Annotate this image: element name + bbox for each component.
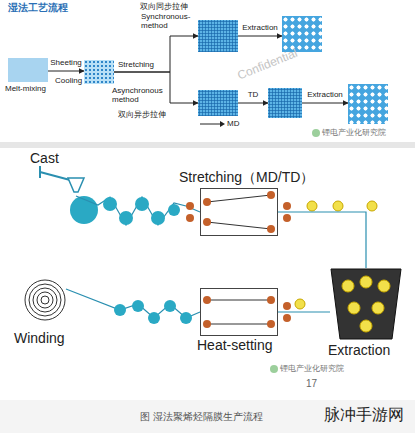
page-number: 17 xyxy=(306,378,317,390)
clip-roller xyxy=(203,218,211,226)
bath-roller xyxy=(372,302,384,314)
clip-roller xyxy=(283,214,291,222)
melt-block: Melt-mixing xyxy=(8,58,48,82)
clip-roller xyxy=(186,202,194,210)
watermark: Confidential xyxy=(236,47,300,84)
roller xyxy=(151,211,165,225)
feed-pipe xyxy=(39,166,41,178)
node-label: Extraction xyxy=(328,342,390,358)
step-label: Stretching xyxy=(118,60,154,69)
roller xyxy=(180,312,192,324)
chill-roll xyxy=(70,196,98,224)
node-label: Stretching（MD/TD） xyxy=(179,169,314,185)
edge-label: TD xyxy=(247,91,260,100)
stretched-film xyxy=(268,88,302,118)
flow-arrow xyxy=(114,36,198,72)
cast-die xyxy=(68,178,84,192)
flow-arrow xyxy=(302,103,348,104)
bath-roller xyxy=(360,320,372,332)
clip-roller xyxy=(267,320,275,328)
clip-roller xyxy=(283,202,291,210)
stretched-film xyxy=(198,20,238,52)
film-path xyxy=(278,212,366,268)
node-label: Melt-mixing xyxy=(5,84,46,93)
clip-roller xyxy=(203,320,211,328)
edge-label: Sheeting xyxy=(49,59,83,68)
extraction-bath: Extraction xyxy=(330,268,402,340)
flow-arrow xyxy=(238,36,282,37)
bath-roller xyxy=(342,280,354,292)
bath-shape xyxy=(330,268,402,340)
clip-roller xyxy=(283,302,291,310)
watermark: 脉冲手游网 xyxy=(324,406,404,424)
tenter-rail xyxy=(207,195,271,202)
clip-roller xyxy=(267,225,275,233)
unit-label: Cast xyxy=(30,150,59,166)
panel-divider xyxy=(0,142,415,148)
bath-roller xyxy=(360,276,372,288)
roller xyxy=(119,211,133,225)
stretched-film xyxy=(198,90,238,116)
clip-roller xyxy=(267,296,275,304)
watermark: 锂电产业化研究院 xyxy=(322,128,386,137)
feed-pipe xyxy=(40,172,70,180)
cast-sheet xyxy=(84,60,114,84)
roller xyxy=(132,300,144,312)
caption-band xyxy=(0,400,415,433)
clip-roller xyxy=(186,214,194,222)
figure-caption: 图 湿法聚烯烃隔膜生产流程 xyxy=(140,411,263,423)
clip-roller xyxy=(267,191,275,199)
clip-roller xyxy=(203,198,211,206)
guide-roller xyxy=(307,201,317,211)
watermark-icon xyxy=(312,129,320,137)
porous-film xyxy=(282,16,322,52)
bath-roller xyxy=(348,302,360,314)
method-label: Synchronous- method xyxy=(141,12,193,30)
unit-label: Winding xyxy=(14,330,65,346)
step-label: Cooling xyxy=(55,76,82,85)
roller xyxy=(168,204,180,216)
flow-arrow xyxy=(48,71,84,72)
guide-roller xyxy=(367,201,377,211)
flow-arrow xyxy=(238,103,268,104)
clip-roller xyxy=(283,314,291,322)
edge-label: Extraction xyxy=(306,91,344,100)
watermark-icon xyxy=(270,365,278,373)
film-path xyxy=(66,289,200,318)
porous-film xyxy=(348,84,388,124)
md-arrow xyxy=(200,124,220,125)
edge-label: Extraction xyxy=(241,24,279,33)
oven-rail xyxy=(207,300,271,301)
method-label: Asynchronous method xyxy=(112,86,166,104)
heat-setting-frame: Heat-setting xyxy=(200,288,278,336)
winding-roll xyxy=(25,280,65,320)
guide-roller xyxy=(295,299,305,309)
direction-label: MD xyxy=(227,119,239,128)
watermark: 锂电产业化研究院 xyxy=(280,364,344,373)
method-label: 双向异步拉伸 xyxy=(118,110,166,119)
tenter-rail xyxy=(207,222,271,229)
diagram-title: 湿法工艺流程 xyxy=(8,2,68,14)
clip-roller xyxy=(203,296,211,304)
roller xyxy=(148,312,160,324)
roller xyxy=(103,197,117,211)
roller xyxy=(135,197,149,211)
stretching-frame: Stretching（MD/TD） xyxy=(200,188,278,236)
node-label: Heat-setting xyxy=(197,337,272,353)
guide-roller xyxy=(333,201,343,211)
method-label: 双向同步拉伸 xyxy=(140,2,188,11)
md-arrowhead xyxy=(220,121,225,127)
bath-tank xyxy=(331,269,401,339)
roller xyxy=(164,300,176,312)
film-path xyxy=(76,196,200,225)
bath-roller xyxy=(378,280,390,292)
film-path xyxy=(278,311,330,312)
roller xyxy=(114,304,126,316)
oven-rail xyxy=(207,324,271,325)
